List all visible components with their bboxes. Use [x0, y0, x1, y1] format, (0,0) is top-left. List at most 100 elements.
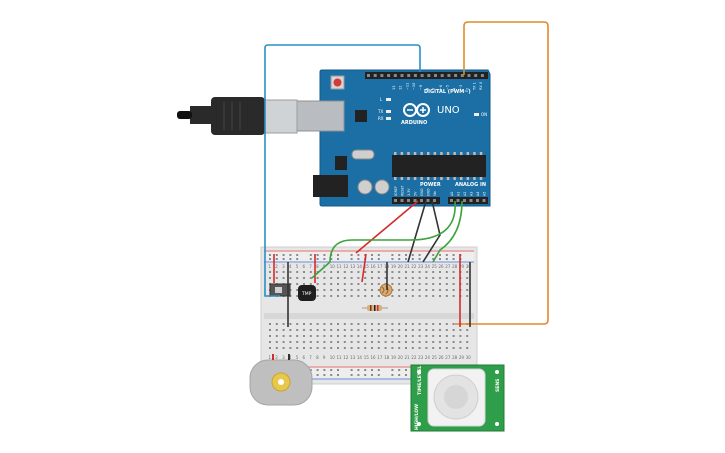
bb-rail-hole[interactable] — [323, 258, 326, 260]
bb-rail-hole[interactable] — [289, 254, 292, 256]
bb-hole[interactable] — [343, 329, 346, 331]
bb-hole[interactable] — [439, 283, 441, 285]
bb-hole[interactable] — [275, 277, 278, 279]
bb-hole[interactable] — [398, 323, 401, 325]
header-pin[interactable] — [454, 74, 458, 77]
bb-hole[interactable] — [452, 295, 455, 297]
bb-hole[interactable] — [452, 329, 455, 331]
bb-hole[interactable] — [405, 335, 407, 337]
bb-hole[interactable] — [466, 271, 469, 273]
analog-pin[interactable] — [469, 199, 473, 202]
bb-hole[interactable] — [309, 323, 312, 325]
bb-rail-hole[interactable] — [296, 258, 299, 260]
bb-rail-hole[interactable] — [337, 369, 339, 371]
bb-hole[interactable] — [275, 347, 278, 349]
bb-hole[interactable] — [323, 277, 326, 279]
bb-hole[interactable] — [269, 271, 271, 273]
bb-hole[interactable] — [364, 283, 367, 285]
bb-hole[interactable] — [439, 335, 441, 337]
bb-hole[interactable] — [275, 271, 278, 273]
bb-rail-hole[interactable] — [330, 258, 333, 260]
bb-hole[interactable] — [371, 347, 373, 349]
bb-hole[interactable] — [445, 335, 448, 337]
bb-rail-hole[interactable] — [364, 369, 367, 371]
bb-hole[interactable] — [357, 295, 360, 297]
bb-hole[interactable] — [371, 295, 373, 297]
bb-hole[interactable] — [316, 289, 319, 291]
bb-rail-hole[interactable] — [350, 374, 353, 376]
bb-hole[interactable] — [282, 335, 285, 337]
header-pin[interactable] — [407, 74, 411, 77]
bb-hole[interactable] — [432, 283, 435, 285]
bb-hole[interactable] — [439, 329, 441, 331]
bb-hole[interactable] — [337, 283, 339, 285]
bb-hole[interactable] — [391, 335, 394, 337]
header-pin[interactable] — [380, 74, 384, 77]
bb-hole[interactable] — [337, 277, 339, 279]
temperature-sensor[interactable]: TMP — [298, 285, 316, 301]
wire-black-gnd2[interactable] — [422, 200, 441, 263]
bb-hole[interactable] — [418, 329, 421, 331]
bb-rail-hole[interactable] — [323, 254, 326, 256]
bb-hole[interactable] — [364, 329, 367, 331]
bb-rail-hole[interactable] — [398, 369, 401, 371]
bb-rail-hole[interactable] — [398, 254, 401, 256]
bb-hole[interactable] — [296, 347, 299, 349]
bb-hole[interactable] — [323, 329, 326, 331]
header-pin[interactable] — [373, 74, 377, 77]
bb-hole[interactable] — [405, 277, 407, 279]
bb-hole[interactable] — [445, 289, 448, 291]
analog-pin[interactable] — [456, 199, 460, 202]
bb-hole[interactable] — [316, 335, 319, 337]
bb-hole[interactable] — [364, 347, 367, 349]
bb-hole[interactable] — [309, 341, 312, 343]
bb-hole[interactable] — [418, 323, 421, 325]
bb-hole[interactable] — [418, 277, 421, 279]
bb-hole[interactable] — [289, 341, 292, 343]
bb-hole[interactable] — [357, 271, 360, 273]
bb-rail-hole[interactable] — [371, 254, 373, 256]
bb-hole[interactable] — [391, 341, 394, 343]
bb-hole[interactable] — [445, 277, 448, 279]
bb-hole[interactable] — [303, 283, 305, 285]
header-pin[interactable] — [467, 74, 471, 77]
bb-hole[interactable] — [405, 289, 407, 291]
bb-hole[interactable] — [466, 347, 469, 349]
bb-hole[interactable] — [452, 347, 455, 349]
bb-hole[interactable] — [350, 289, 353, 291]
bb-hole[interactable] — [289, 271, 292, 273]
bb-hole[interactable] — [316, 283, 319, 285]
bb-rail-hole[interactable] — [371, 374, 373, 376]
bb-hole[interactable] — [398, 271, 401, 273]
power-pin[interactable] — [413, 199, 417, 202]
bb-hole[interactable] — [391, 323, 394, 325]
bb-hole[interactable] — [343, 289, 346, 291]
bb-hole[interactable] — [357, 289, 360, 291]
bb-rail-hole[interactable] — [282, 258, 285, 260]
bb-hole[interactable] — [330, 277, 333, 279]
bb-hole[interactable] — [350, 329, 353, 331]
bb-hole[interactable] — [398, 347, 401, 349]
bb-hole[interactable] — [316, 329, 319, 331]
bb-hole[interactable] — [316, 341, 319, 343]
pir-motion-sensor[interactable]: HIGH/LOW TIME/LEVEL SENS — [410, 364, 505, 432]
power-pin[interactable] — [400, 199, 404, 202]
header-pin[interactable] — [474, 74, 478, 77]
bb-rail-hole[interactable] — [391, 369, 394, 371]
wire-red-3[interactable] — [361, 253, 367, 283]
bb-rail-hole[interactable] — [371, 258, 373, 260]
bb-hole[interactable] — [357, 323, 360, 325]
bb-hole[interactable] — [269, 335, 271, 337]
bb-hole[interactable] — [377, 277, 380, 279]
bb-hole[interactable] — [377, 283, 380, 285]
bb-hole[interactable] — [303, 335, 305, 337]
bb-hole[interactable] — [296, 289, 299, 291]
bb-rail-hole[interactable] — [391, 374, 394, 376]
bb-hole[interactable] — [439, 289, 441, 291]
bb-hole[interactable] — [330, 335, 333, 337]
bb-hole[interactable] — [411, 289, 414, 291]
bb-hole[interactable] — [425, 323, 428, 325]
bb-hole[interactable] — [452, 283, 455, 285]
analog-pin[interactable] — [463, 199, 466, 202]
bb-rail-hole[interactable] — [405, 258, 407, 260]
